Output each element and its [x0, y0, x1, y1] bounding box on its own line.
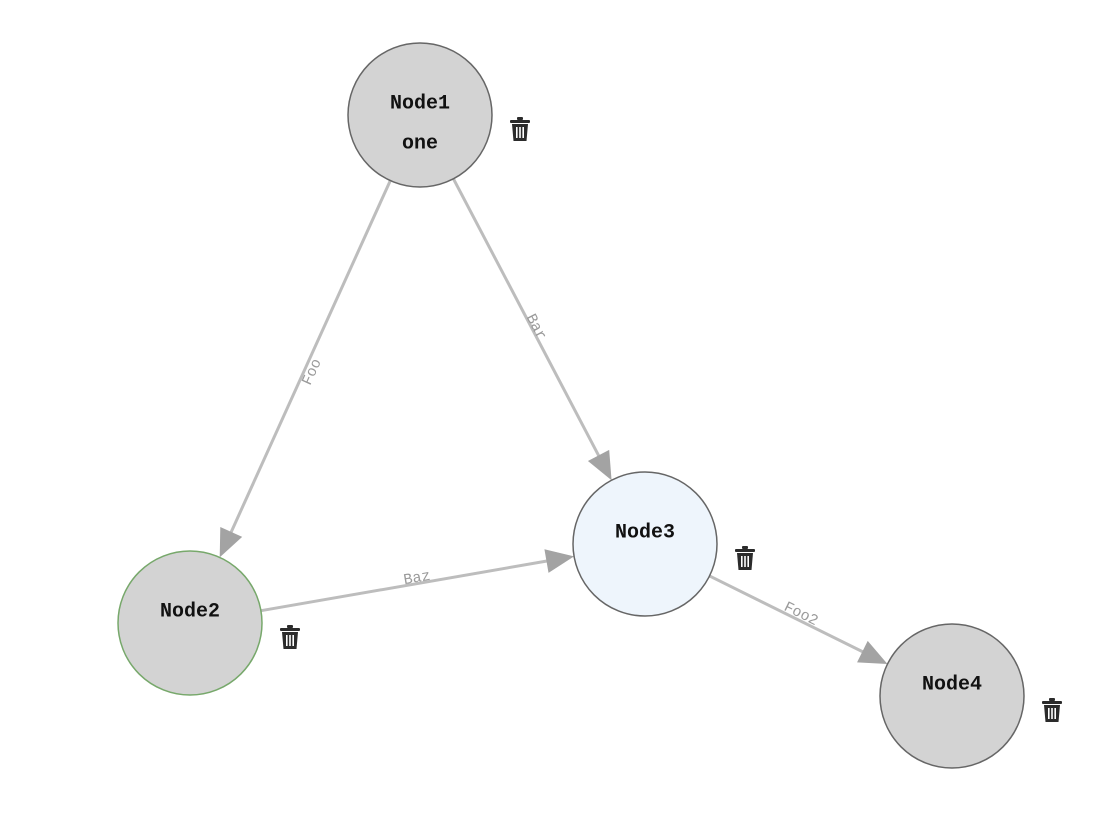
node-subtitle: one [402, 132, 438, 155]
node-node4[interactable]: Node4 [879, 623, 1062, 769]
edge-line[interactable] [260, 559, 549, 613]
edge-line[interactable] [229, 179, 392, 535]
node-title: Node1 [390, 92, 450, 115]
trash-icon[interactable] [1042, 698, 1062, 722]
node-circle[interactable] [879, 623, 1025, 769]
trash-icon[interactable] [280, 625, 300, 649]
node-node1[interactable]: Node1 one [347, 42, 530, 188]
edge-line[interactable] [708, 574, 865, 654]
node-circle[interactable] [572, 471, 718, 617]
edge-label: Foo2 [781, 599, 821, 630]
trash-icon[interactable] [735, 546, 755, 570]
edge-node3-node4[interactable]: Foo2 [708, 574, 888, 665]
edge-label: Bar [522, 311, 550, 343]
node-circle[interactable] [117, 550, 263, 696]
edge-node1-node3[interactable]: Bar [452, 178, 612, 481]
node-node3[interactable]: Node3 [572, 471, 755, 617]
node-circle[interactable] [347, 42, 493, 188]
arrowhead [587, 449, 612, 481]
edge-label: Foo [299, 356, 326, 388]
edge-label: Baz [402, 568, 432, 589]
edge-line[interactable] [452, 178, 601, 458]
node-node2[interactable]: Node2 [117, 550, 300, 696]
node-title: Node4 [922, 673, 982, 696]
arrowhead [857, 640, 888, 665]
arrowhead [544, 549, 575, 573]
node-title: Node3 [615, 521, 675, 544]
edge-node1-node2[interactable]: Foo [219, 179, 392, 558]
edge-node2-node3[interactable]: Baz [260, 549, 575, 613]
arrowhead [219, 526, 243, 558]
trash-icon[interactable] [510, 117, 530, 141]
node-title: Node2 [160, 600, 220, 623]
